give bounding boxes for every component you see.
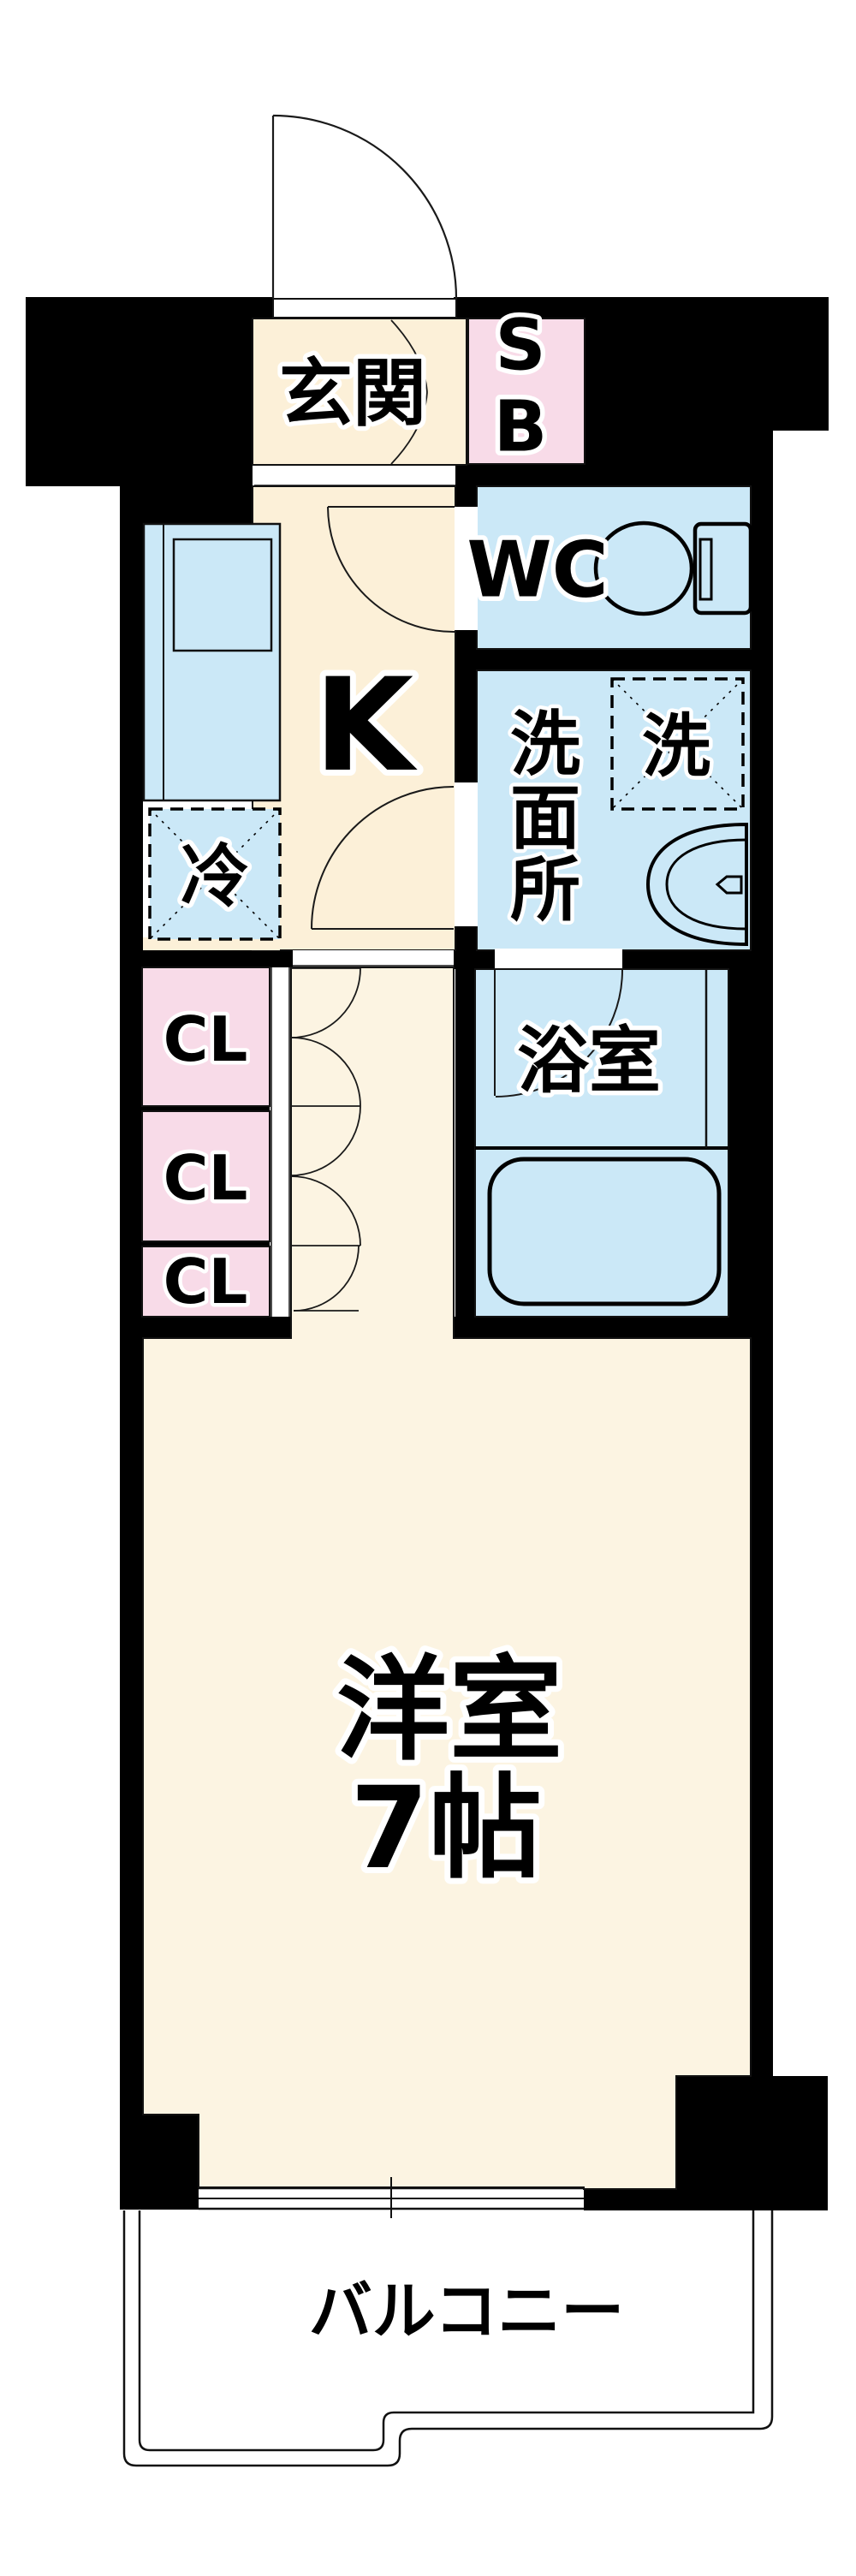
kitchen-floor [252,485,456,951]
bathroom-label: 浴室 [517,1019,661,1103]
kitchen-label: K [314,651,418,800]
labels: 玄関 S B WC K 冷 洗 面 所 洗 浴室 CL CL CL 洋室 7帖 … [159,300,714,2353]
bathtub-icon [475,969,728,1306]
sink-icon [645,822,748,947]
bathroom-door-opening [495,949,622,967]
entry-door-swing-icon [271,114,458,300]
bathroom-door-swing-icon [494,969,623,1098]
washer-icon [610,677,745,811]
kitchen-counter-icon [142,522,282,802]
balcony-structure [122,2177,774,2467]
washroom-label-1: 洗 [510,705,580,786]
shoe-box-label-s: S [495,306,545,387]
fridge-label: 冷 [181,837,249,917]
wall-openings [254,298,622,967]
closet-door-swings-icon [290,967,361,1312]
shoe-box-double-door-icon [390,319,428,465]
closet-1-label: CL [163,1003,248,1075]
wc-label: WC [467,526,608,616]
shoe-box [467,318,586,465]
toilet-icon [593,521,753,616]
walls [26,297,829,2210]
closet-2 [141,1110,270,1242]
washroom-door-swing-icon [311,786,455,930]
genkan-floor [252,318,467,466]
wc-door-opening [455,507,478,630]
hall-passage-opening [293,950,454,966]
closet-1 [141,967,270,1107]
washroom-label-2: 面 [510,778,580,860]
balcony-rail [122,2210,774,2467]
western-room-size: 7帖 [350,1763,542,1895]
closet-door-track [270,967,290,1317]
genkan-step [254,465,455,485]
fixtures [142,521,753,1306]
kitchen-sink [172,538,273,652]
western-room-label: 洋室 [336,1645,562,1776]
closet-3-label: CL [163,1246,248,1318]
entry-threshold [272,298,457,318]
washroom-door-opening [455,782,478,926]
closet-2-label: CL [163,1142,248,1214]
door-swings [271,114,623,1312]
shoe-box-label-b: B [494,387,548,468]
wc-door-swing-icon [327,506,455,634]
genkan-label: 玄関 [279,351,426,437]
western-room-floor [142,967,752,2190]
closet-3 [141,1246,270,1318]
washroom-label-3: 所 [510,850,580,931]
washer-label: 洗 [642,707,710,787]
balcony-label: バルコニー [309,2275,625,2348]
fridge-icon [148,807,282,941]
sliding-window-icon [199,2177,584,2218]
